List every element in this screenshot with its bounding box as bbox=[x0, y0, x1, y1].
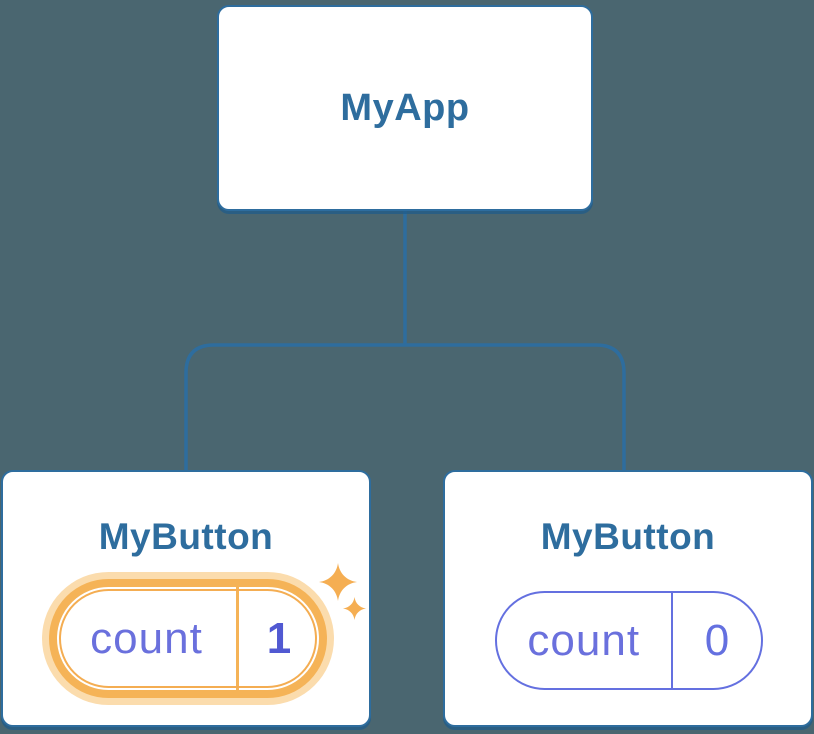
state-pill-highlight-glow: count 1 bbox=[42, 572, 334, 705]
state-pill-divider bbox=[670, 593, 673, 688]
left-node-label: MyButton bbox=[98, 516, 274, 557]
state-key-label: count bbox=[90, 613, 203, 663]
state-key-label: count bbox=[527, 615, 641, 665]
state-pill-left: count 1 bbox=[49, 579, 327, 698]
sparkle-small-icon bbox=[343, 597, 366, 620]
sparkles-icon bbox=[319, 563, 357, 601]
state-value: 0 bbox=[704, 615, 730, 665]
state-pill-right: count 0 bbox=[495, 591, 763, 690]
right-node-label: MyButton bbox=[540, 516, 716, 557]
component-node-button-right: MyButton count 0 bbox=[443, 470, 813, 727]
root-node-label: MyApp bbox=[340, 86, 470, 129]
state-value: 1 bbox=[266, 613, 292, 663]
component-node-button-left: MyButton count 1 bbox=[1, 470, 371, 727]
component-node-root: MyApp bbox=[217, 5, 593, 211]
state-pill-divider bbox=[236, 587, 239, 690]
